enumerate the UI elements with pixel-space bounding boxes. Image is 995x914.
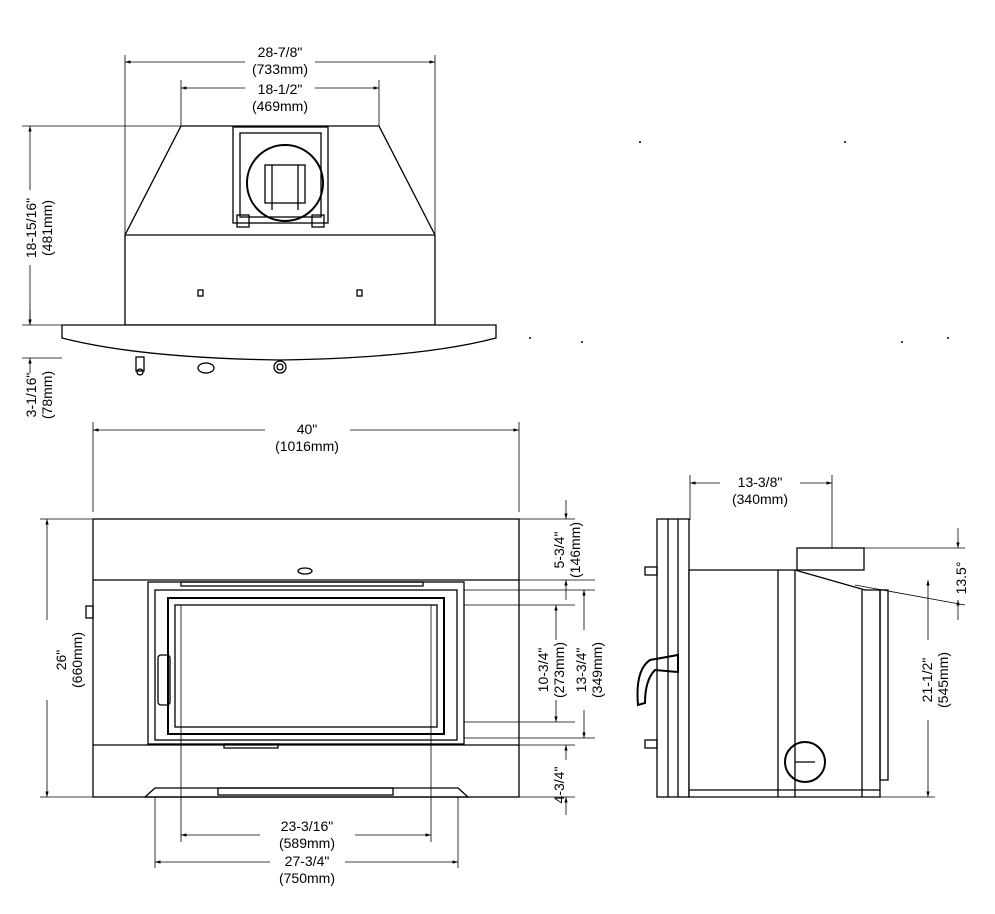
side-view: 13-3/8" (340mm) 13.5° 21-1/2" (545mm (636, 474, 969, 798)
top-overall-width: 28-7/8" (258, 44, 303, 60)
front-height-mm: (660mm) (69, 632, 85, 688)
top-flue-width-mm: (469mm) (252, 98, 308, 114)
front-view: 40" (1016mm) 26" (660mm) (40, 421, 605, 886)
front-opening-height-mm: (349mm) (589, 642, 605, 698)
top-depth-mm: (481mm) (39, 200, 55, 256)
top-depth: 18-15/16" (23, 198, 39, 258)
front-height: 26" (53, 650, 69, 671)
side-flue-offset: 13-3/8" (738, 474, 783, 490)
top-flue-width: 18-1/2" (258, 81, 303, 97)
front-bottom-band: 4-3/4" (551, 767, 567, 804)
front-opening-width-mm: (750mm) (279, 870, 335, 886)
side-angle: 13.5° (953, 562, 969, 595)
side-height-mm: (545mm) (935, 652, 951, 708)
front-top-band-mm: (146mm) (567, 522, 583, 578)
front-glass-height: 10-3/4" (535, 648, 551, 693)
front-top-band: 5-3/4" (551, 532, 567, 569)
front-opening-width: 27-3/4" (285, 853, 330, 869)
front-width: 40" (297, 421, 318, 437)
side-flue-offset-mm: (340mm) (732, 491, 788, 507)
top-face-depth: 3-1/16" (23, 373, 39, 418)
top-face-depth-mm: (78mm) (39, 371, 55, 419)
top-overall-width-mm: (733mm) (252, 61, 308, 77)
side-height: 21-1/2" (919, 658, 935, 703)
front-glass-height-mm: (273mm) (551, 642, 567, 698)
stray-marks (529, 141, 949, 343)
front-glass-width: 23-3/16" (281, 818, 333, 834)
front-glass-width-mm: (589mm) (279, 835, 335, 851)
top-view: 28-7/8" (733mm) 18-1/2" (469mm) (22, 44, 497, 419)
front-width-mm: (1016mm) (275, 438, 339, 454)
front-opening-height: 13-3/4" (573, 648, 589, 693)
